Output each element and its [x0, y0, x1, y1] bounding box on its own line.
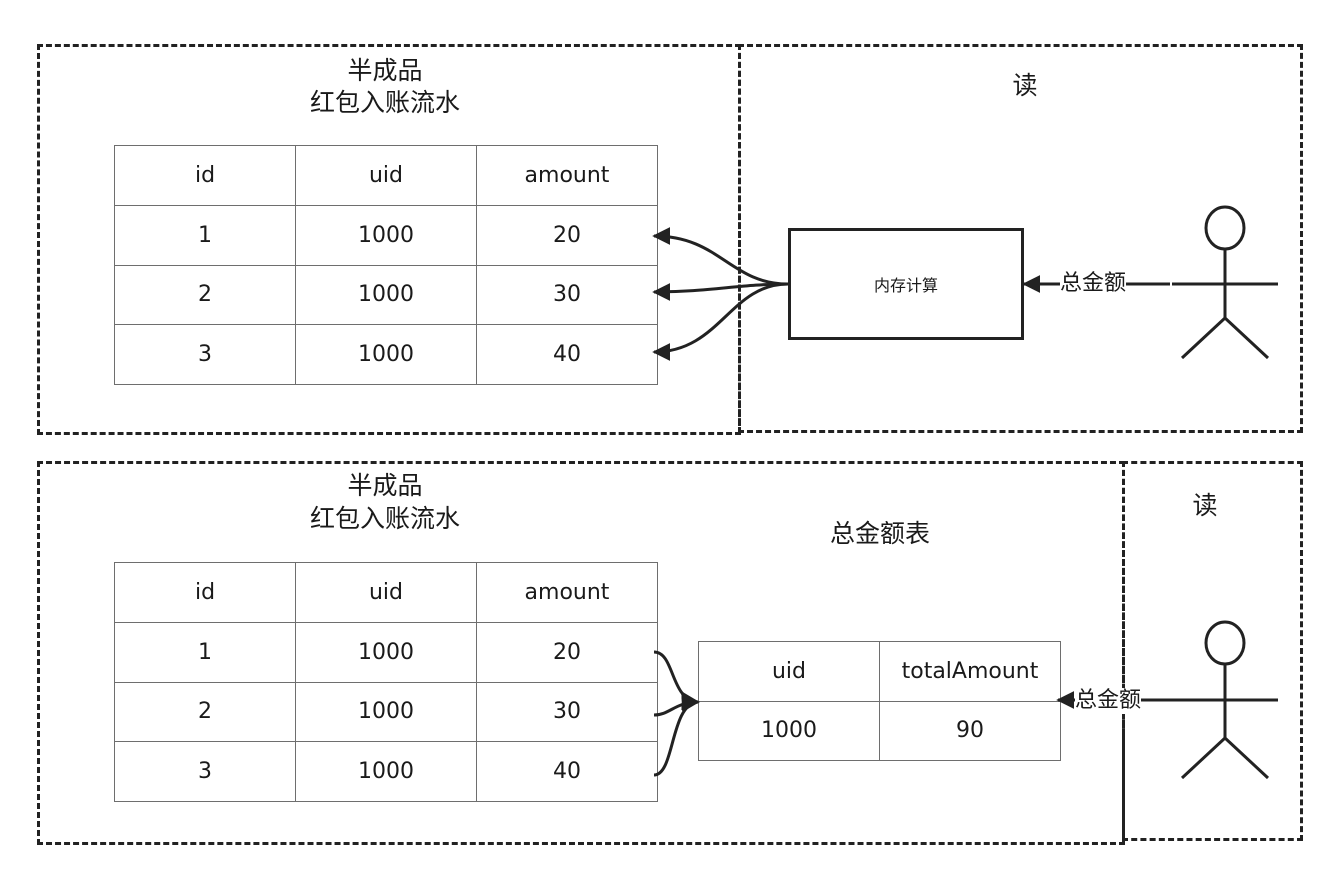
top-user-icon — [1172, 205, 1278, 360]
bottom-read-label: 读 — [1192, 491, 1218, 520]
header-uid: uid — [295, 562, 477, 623]
cell-uid: 1000 — [295, 741, 477, 802]
total-table-title: 总金额表 — [829, 519, 930, 548]
total-amount-table: uid totalAmount 1000 90 — [698, 641, 1061, 761]
cell-amount: 20 — [476, 204, 658, 266]
table-row: 3 1000 40 — [114, 741, 658, 802]
top-edge-label: 总金额 — [1060, 271, 1127, 297]
top-flow-table: id uid amount 1 1000 20 2 1000 30 3 1000… — [114, 145, 658, 385]
bottom-right-container — [1122, 461, 1303, 841]
cell-uid: 1000 — [295, 324, 477, 385]
header-uid: uid — [698, 641, 880, 702]
header-total-amount: totalAmount — [879, 641, 1061, 702]
cell-id: 2 — [114, 264, 296, 326]
table-row: 3 1000 40 — [114, 324, 658, 385]
cell-id: 1 — [114, 204, 296, 266]
merge-from-row-3 — [653, 694, 700, 777]
cell-id: 2 — [114, 681, 296, 743]
top-right-container — [738, 44, 1303, 433]
cell-total-amount: 90 — [879, 700, 1061, 761]
memory-compute-label: 内存计算 — [873, 276, 938, 295]
cell-id: 1 — [114, 621, 296, 683]
table-header-row: uid totalAmount — [698, 641, 1061, 702]
cell-amount: 30 — [476, 264, 658, 326]
table-header-row: id uid amount — [114, 562, 658, 623]
bottom-user-icon — [1172, 620, 1278, 780]
table-row: 1 1000 20 — [114, 204, 658, 266]
table-row: 1 1000 20 — [114, 621, 658, 683]
bottom-title-line1: 半成品 — [347, 471, 423, 500]
bottom-flow-table: id uid amount 1 1000 20 2 1000 30 3 1000… — [114, 562, 658, 802]
cell-uid: 1000 — [295, 204, 477, 266]
header-amount: amount — [476, 145, 658, 206]
cell-id: 3 — [114, 324, 296, 385]
merge-from-row-1 — [653, 650, 700, 710]
cell-amount: 40 — [476, 741, 658, 802]
bottom-title-line2: 红包入账流水 — [309, 504, 460, 533]
cell-uid: 1000 — [295, 264, 477, 326]
header-id: id — [114, 145, 296, 206]
cell-uid: 1000 — [698, 700, 880, 761]
cell-amount: 20 — [476, 621, 658, 683]
table-row: 1000 90 — [698, 700, 1061, 761]
arrow-to-row-1 — [652, 227, 789, 286]
top-title-line2: 红包入账流水 — [309, 88, 460, 117]
cell-amount: 30 — [476, 681, 658, 743]
cell-amount: 40 — [476, 324, 658, 385]
table-header-row: id uid amount — [114, 145, 658, 206]
table-row: 2 1000 30 — [114, 681, 658, 743]
table-row: 2 1000 30 — [114, 264, 658, 326]
top-read-label: 读 — [1012, 71, 1038, 100]
top-title-line1: 半成品 — [347, 56, 423, 85]
arrow-to-row-3 — [652, 282, 789, 361]
bottom-edge-label: 总金额 — [1075, 688, 1142, 714]
